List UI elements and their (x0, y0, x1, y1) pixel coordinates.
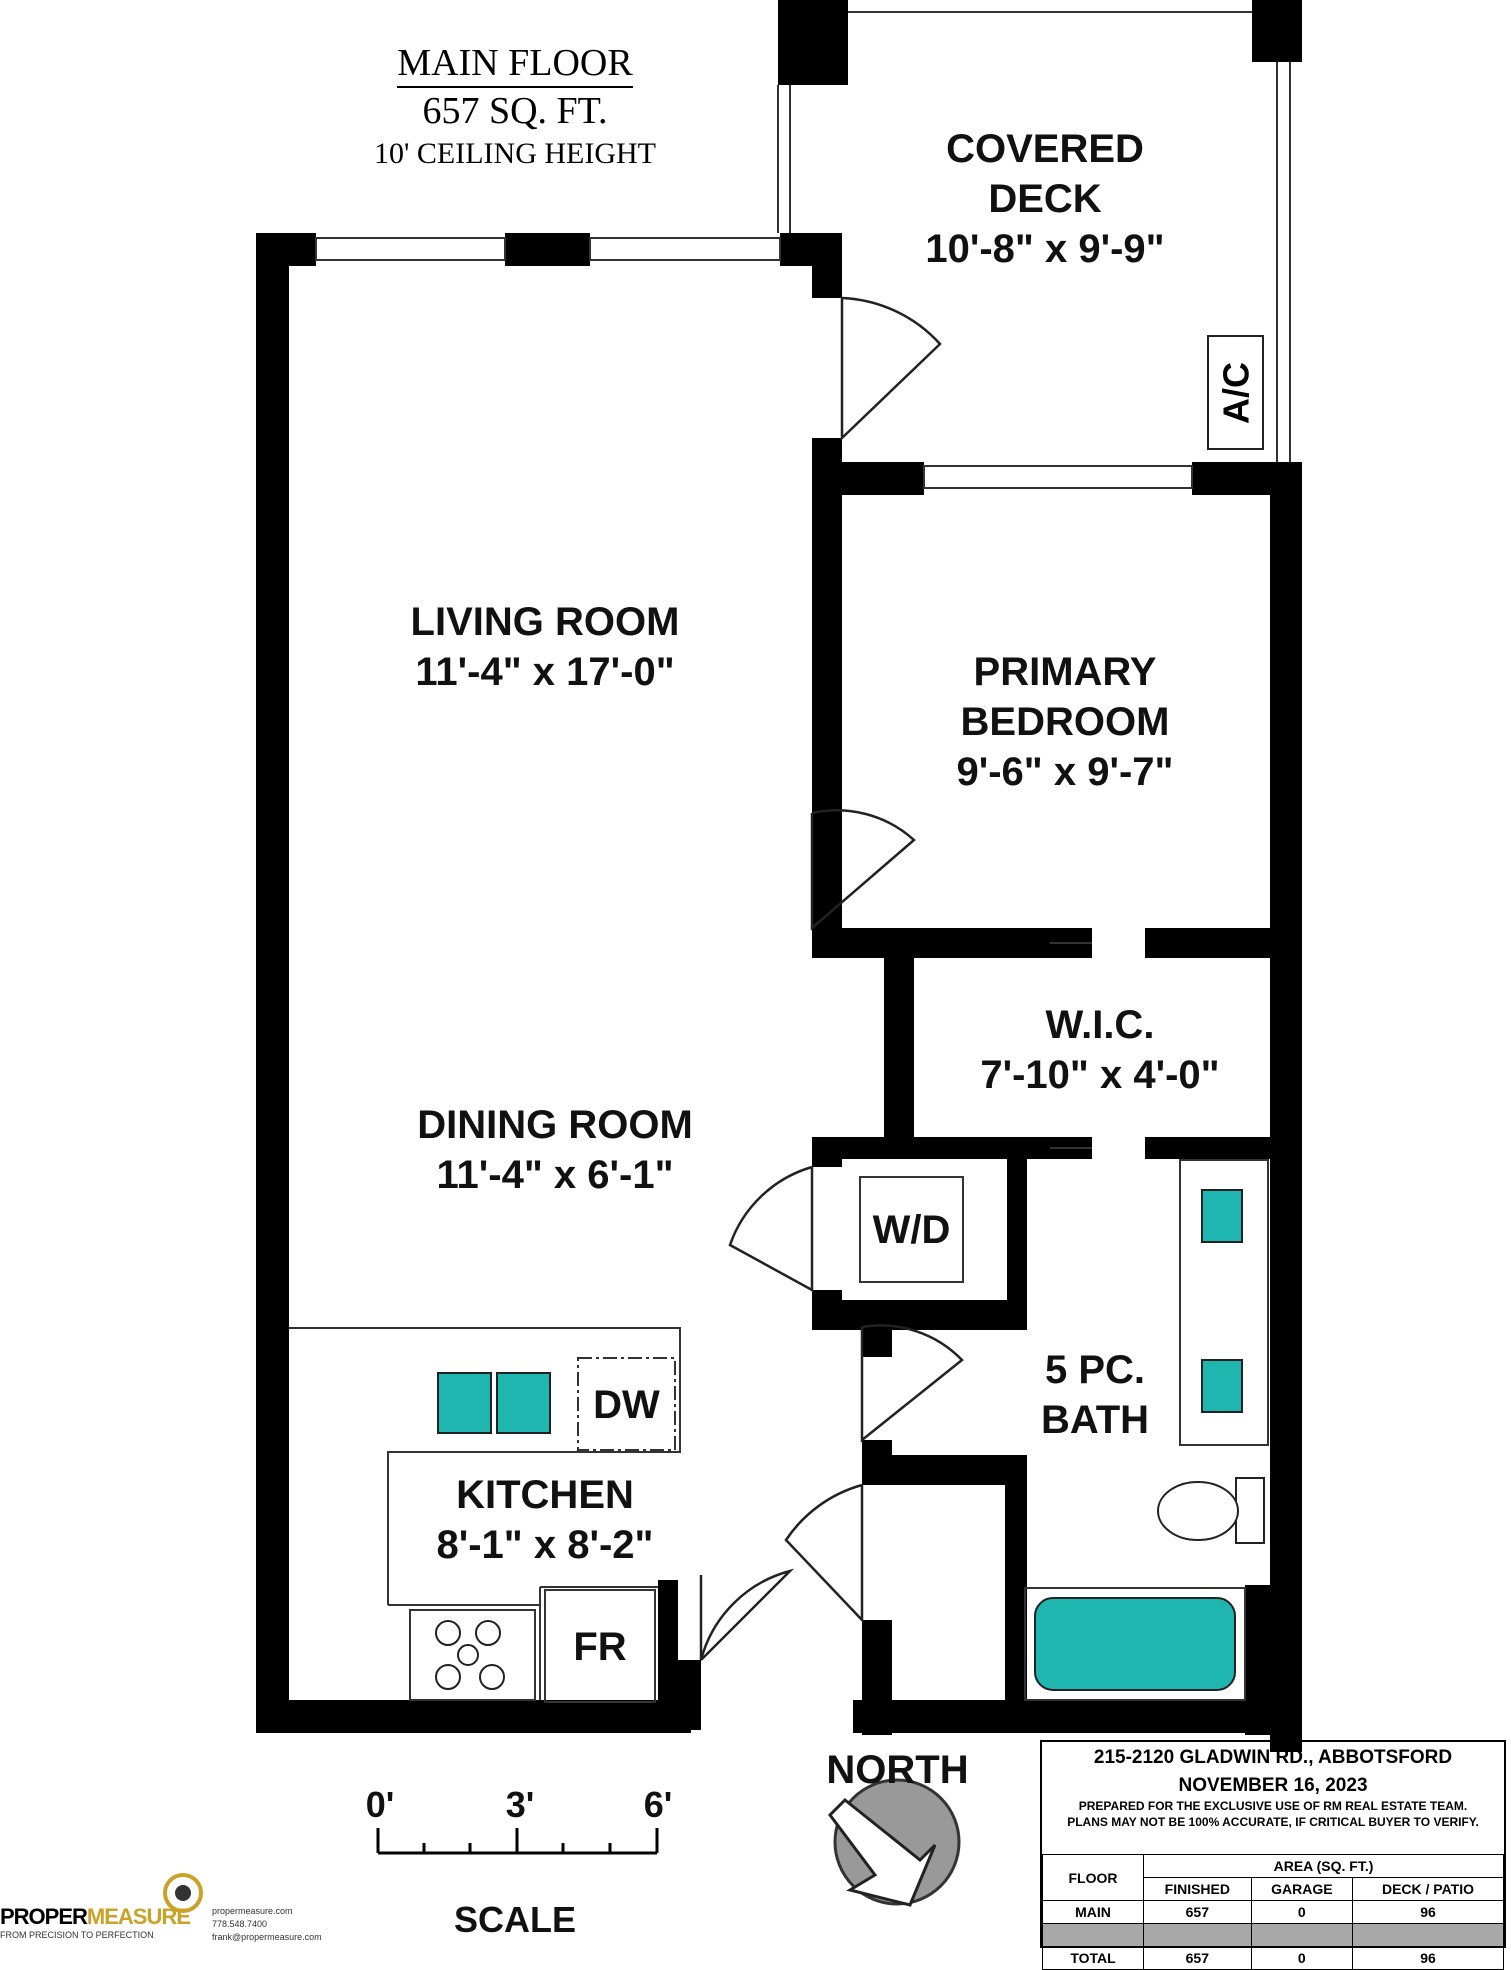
washer-dryer-label: W/D (872, 1208, 951, 1252)
living-room-size: 11'-4" x 17'-0" (415, 650, 675, 694)
logo-brand-a: PROPER (0, 1904, 88, 1929)
dining-room-size: 11'-4" x 6'-1" (436, 1153, 674, 1197)
logo-brand-b: MEASURE (86, 1904, 191, 1929)
total-garage: 0 (1250, 1946, 1354, 1970)
dining-room-name: DINING ROOM (417, 1103, 693, 1147)
covered-deck-size: 10'-8" x 9'-9" (925, 227, 1165, 271)
row-garage: 0 (1250, 1900, 1354, 1924)
total-floor: TOTAL (1042, 1946, 1144, 1970)
accuracy-note: PLANS MAY NOT BE 100% ACCURATE, IF CRITI… (1067, 1815, 1479, 1829)
living-room-label: LIVING ROOM 11'-4" x 17'-0" (360, 597, 730, 697)
sink-basin-right (496, 1372, 551, 1434)
company-logo: PROPERMEASURE FROM PRECISION TO PERFECTI… (0, 1904, 191, 1941)
ceiling-height: 10' CEILING HEIGHT (373, 137, 656, 170)
area-header: AREA (SQ. FT.) (1143, 1854, 1504, 1878)
total-finished: 657 (1143, 1946, 1252, 1970)
primary-bedroom-label: PRIMARY BEDROOM 9'-6" x 9'-7" (920, 647, 1210, 797)
area-table: FLOOR AREA (SQ. FT.) FINISHED GARAGE DEC… (1042, 1854, 1504, 1970)
fixtures (435, 1189, 1265, 1691)
bathtub-basin (1034, 1597, 1236, 1691)
bedroom-name2: BEDROOM (960, 700, 1170, 744)
plan-title: MAIN FLOOR 657 SQ. FT. 10' CEILING HEIGH… (340, 40, 690, 174)
info-box: 215-2120 GLADWIN RD., ABBOTSFORD NOVEMBE… (1040, 1740, 1506, 1970)
total-deck: 96 (1352, 1946, 1504, 1970)
logo-mark (163, 1873, 203, 1913)
floor-name: MAIN FLOOR (397, 40, 633, 88)
door-swings (699, 296, 964, 1661)
wic-name: W.I.C. (1045, 1003, 1155, 1047)
table-row: MAIN 657 0 96 (1042, 1900, 1504, 1924)
col-garage: GARAGE (1250, 1877, 1354, 1901)
wic-label: W.I.C. 7'-10" x 4'-0" (950, 1000, 1250, 1100)
kitchen-name: KITCHEN (456, 1473, 634, 1517)
scale-tick-6: 6' (643, 1784, 673, 1825)
dining-room-label: DINING ROOM 11'-4" x 6'-1" (375, 1100, 735, 1200)
sink-basin-left (437, 1372, 492, 1434)
contact-info: propermeasure.com 778.548.7400 frank@pro… (212, 1905, 322, 1944)
bath-sink-top (1201, 1189, 1243, 1243)
row-deck: 96 (1352, 1900, 1504, 1924)
table-row: TOTAL 657 0 96 (1042, 1946, 1504, 1970)
north-arrow (828, 1778, 961, 1907)
windows-and-lines (289, 11, 1291, 1703)
col-deck: DECK / PATIO (1352, 1877, 1504, 1901)
logo-tagline: FROM PRECISION TO PERFECTION (0, 1930, 154, 1940)
contact-phone: 778.548.7400 (212, 1919, 268, 1929)
kitchen-size: 8'-1" x 8'-2" (436, 1523, 654, 1567)
north-label: NORTH (826, 1748, 969, 1792)
living-room-name: LIVING ROOM (410, 600, 680, 644)
ac-unit: A/C (1207, 335, 1264, 450)
bath-sink-bottom (1201, 1359, 1243, 1413)
wic-size: 7'-10" x 4'-0" (980, 1053, 1220, 1097)
dishwasher-label: DW (593, 1383, 660, 1427)
row-floor: MAIN (1042, 1900, 1144, 1924)
row-finished: 657 (1143, 1900, 1252, 1924)
plan-date: NOVEMBER 16, 2023 (1178, 1775, 1368, 1796)
covered-deck-name: COVERED (946, 127, 1144, 171)
covered-deck-label: COVERED DECK 10'-8" x 9'-9" (905, 124, 1185, 274)
prepared-note: PREPARED FOR THE EXCLUSIVE USE OF RM REA… (1078, 1799, 1468, 1813)
bath-label: 5 PC. BATH (1020, 1345, 1170, 1445)
scale-bar (376, 1828, 659, 1855)
bedroom-size: 9'-6" x 9'-7" (956, 750, 1174, 794)
scale-label: SCALE (453, 1899, 576, 1940)
bath-name: 5 PC. (1044, 1348, 1146, 1392)
scale-tick-3: 3' (505, 1784, 535, 1825)
kitchen-label: KITCHEN 8'-1" x 8'-2" (400, 1470, 690, 1570)
walls (256, 0, 1302, 1752)
bath-name2: BATH (1040, 1398, 1150, 1442)
spacer-row (1042, 1923, 1504, 1947)
floor-header: FLOOR (1042, 1854, 1144, 1901)
contact-email[interactable]: frank@propermeasure.com (212, 1932, 322, 1942)
col-finished: FINISHED (1143, 1877, 1252, 1901)
fridge-label: FR (573, 1625, 627, 1669)
scale-tick-0: 0' (365, 1784, 395, 1825)
floor-area: 657 SQ. FT. (422, 90, 608, 132)
covered-deck-name2: DECK (988, 177, 1102, 221)
ac-label: A/C (1215, 362, 1257, 424)
contact-website[interactable]: propermeasure.com (212, 1906, 293, 1916)
address: 215-2120 GLADWIN RD., ABBOTSFORD (1093, 1747, 1453, 1768)
bedroom-name: PRIMARY (973, 650, 1157, 694)
